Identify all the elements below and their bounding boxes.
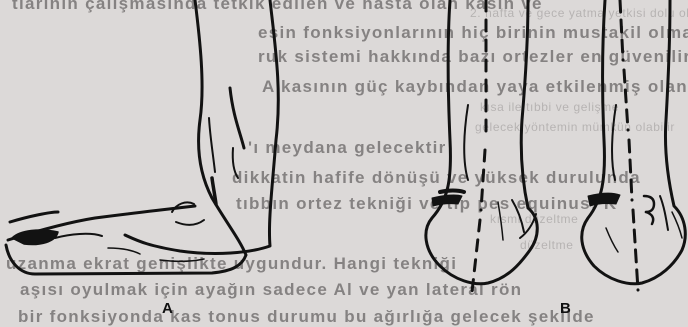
figure-a-label: A bbox=[162, 300, 173, 317]
figure-b-label: B bbox=[560, 300, 571, 317]
figure-a-foot-side-view bbox=[6, 0, 278, 274]
figure-b-heel-posterior-views bbox=[426, 0, 685, 292]
